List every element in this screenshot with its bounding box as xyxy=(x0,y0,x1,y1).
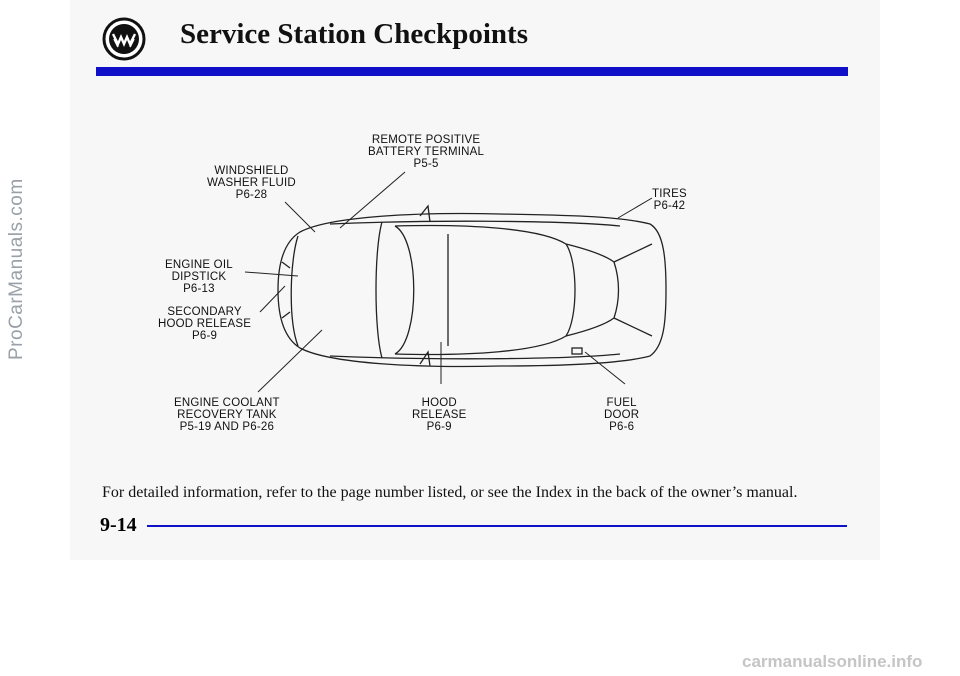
site-footer-watermark: carmanualsonline.info xyxy=(742,652,923,671)
callout-remote-positive-battery: REMOTE POSITIVE BATTERY TERMINAL P5-5 xyxy=(368,134,485,170)
roof-outline xyxy=(394,224,576,356)
car-body-outline xyxy=(277,212,667,368)
watermark-text: ProCarManuals.com xyxy=(6,178,27,360)
callout-windshield-washer-fluid: WINDSHIELD WASHER FLUID P6-28 xyxy=(207,165,296,201)
windshield-line xyxy=(375,221,383,359)
callout-secondary-hood-release: SECONDARY HOOD RELEASE P6-9 xyxy=(158,306,252,342)
buick-logo-icon xyxy=(102,17,146,61)
reference-footnote: For detailed information, refer to the p… xyxy=(102,484,798,501)
hood-line xyxy=(290,235,299,347)
page-number: 9-14 xyxy=(100,514,137,536)
mirror-left xyxy=(419,204,431,223)
callout-fuel-door: FUEL DOOR P6-6 xyxy=(604,397,640,433)
title-rule xyxy=(96,67,848,76)
mirror-right xyxy=(419,350,431,367)
callout-engine-oil-dipstick: ENGINE OIL DIPSTICK P6-13 xyxy=(165,259,233,295)
callout-hood-release: HOOD RELEASE P6-9 xyxy=(412,397,467,433)
callout-tires: TIRES P6-42 xyxy=(652,188,687,212)
manual-page xyxy=(70,0,880,560)
footer-rule xyxy=(147,525,847,527)
callout-engine-coolant-recovery-tank: ENGINE COOLANT RECOVERY TANK P5-19 AND P… xyxy=(174,397,280,433)
page-title: Service Station Checkpoints xyxy=(180,18,528,50)
fuel-door xyxy=(571,347,583,355)
